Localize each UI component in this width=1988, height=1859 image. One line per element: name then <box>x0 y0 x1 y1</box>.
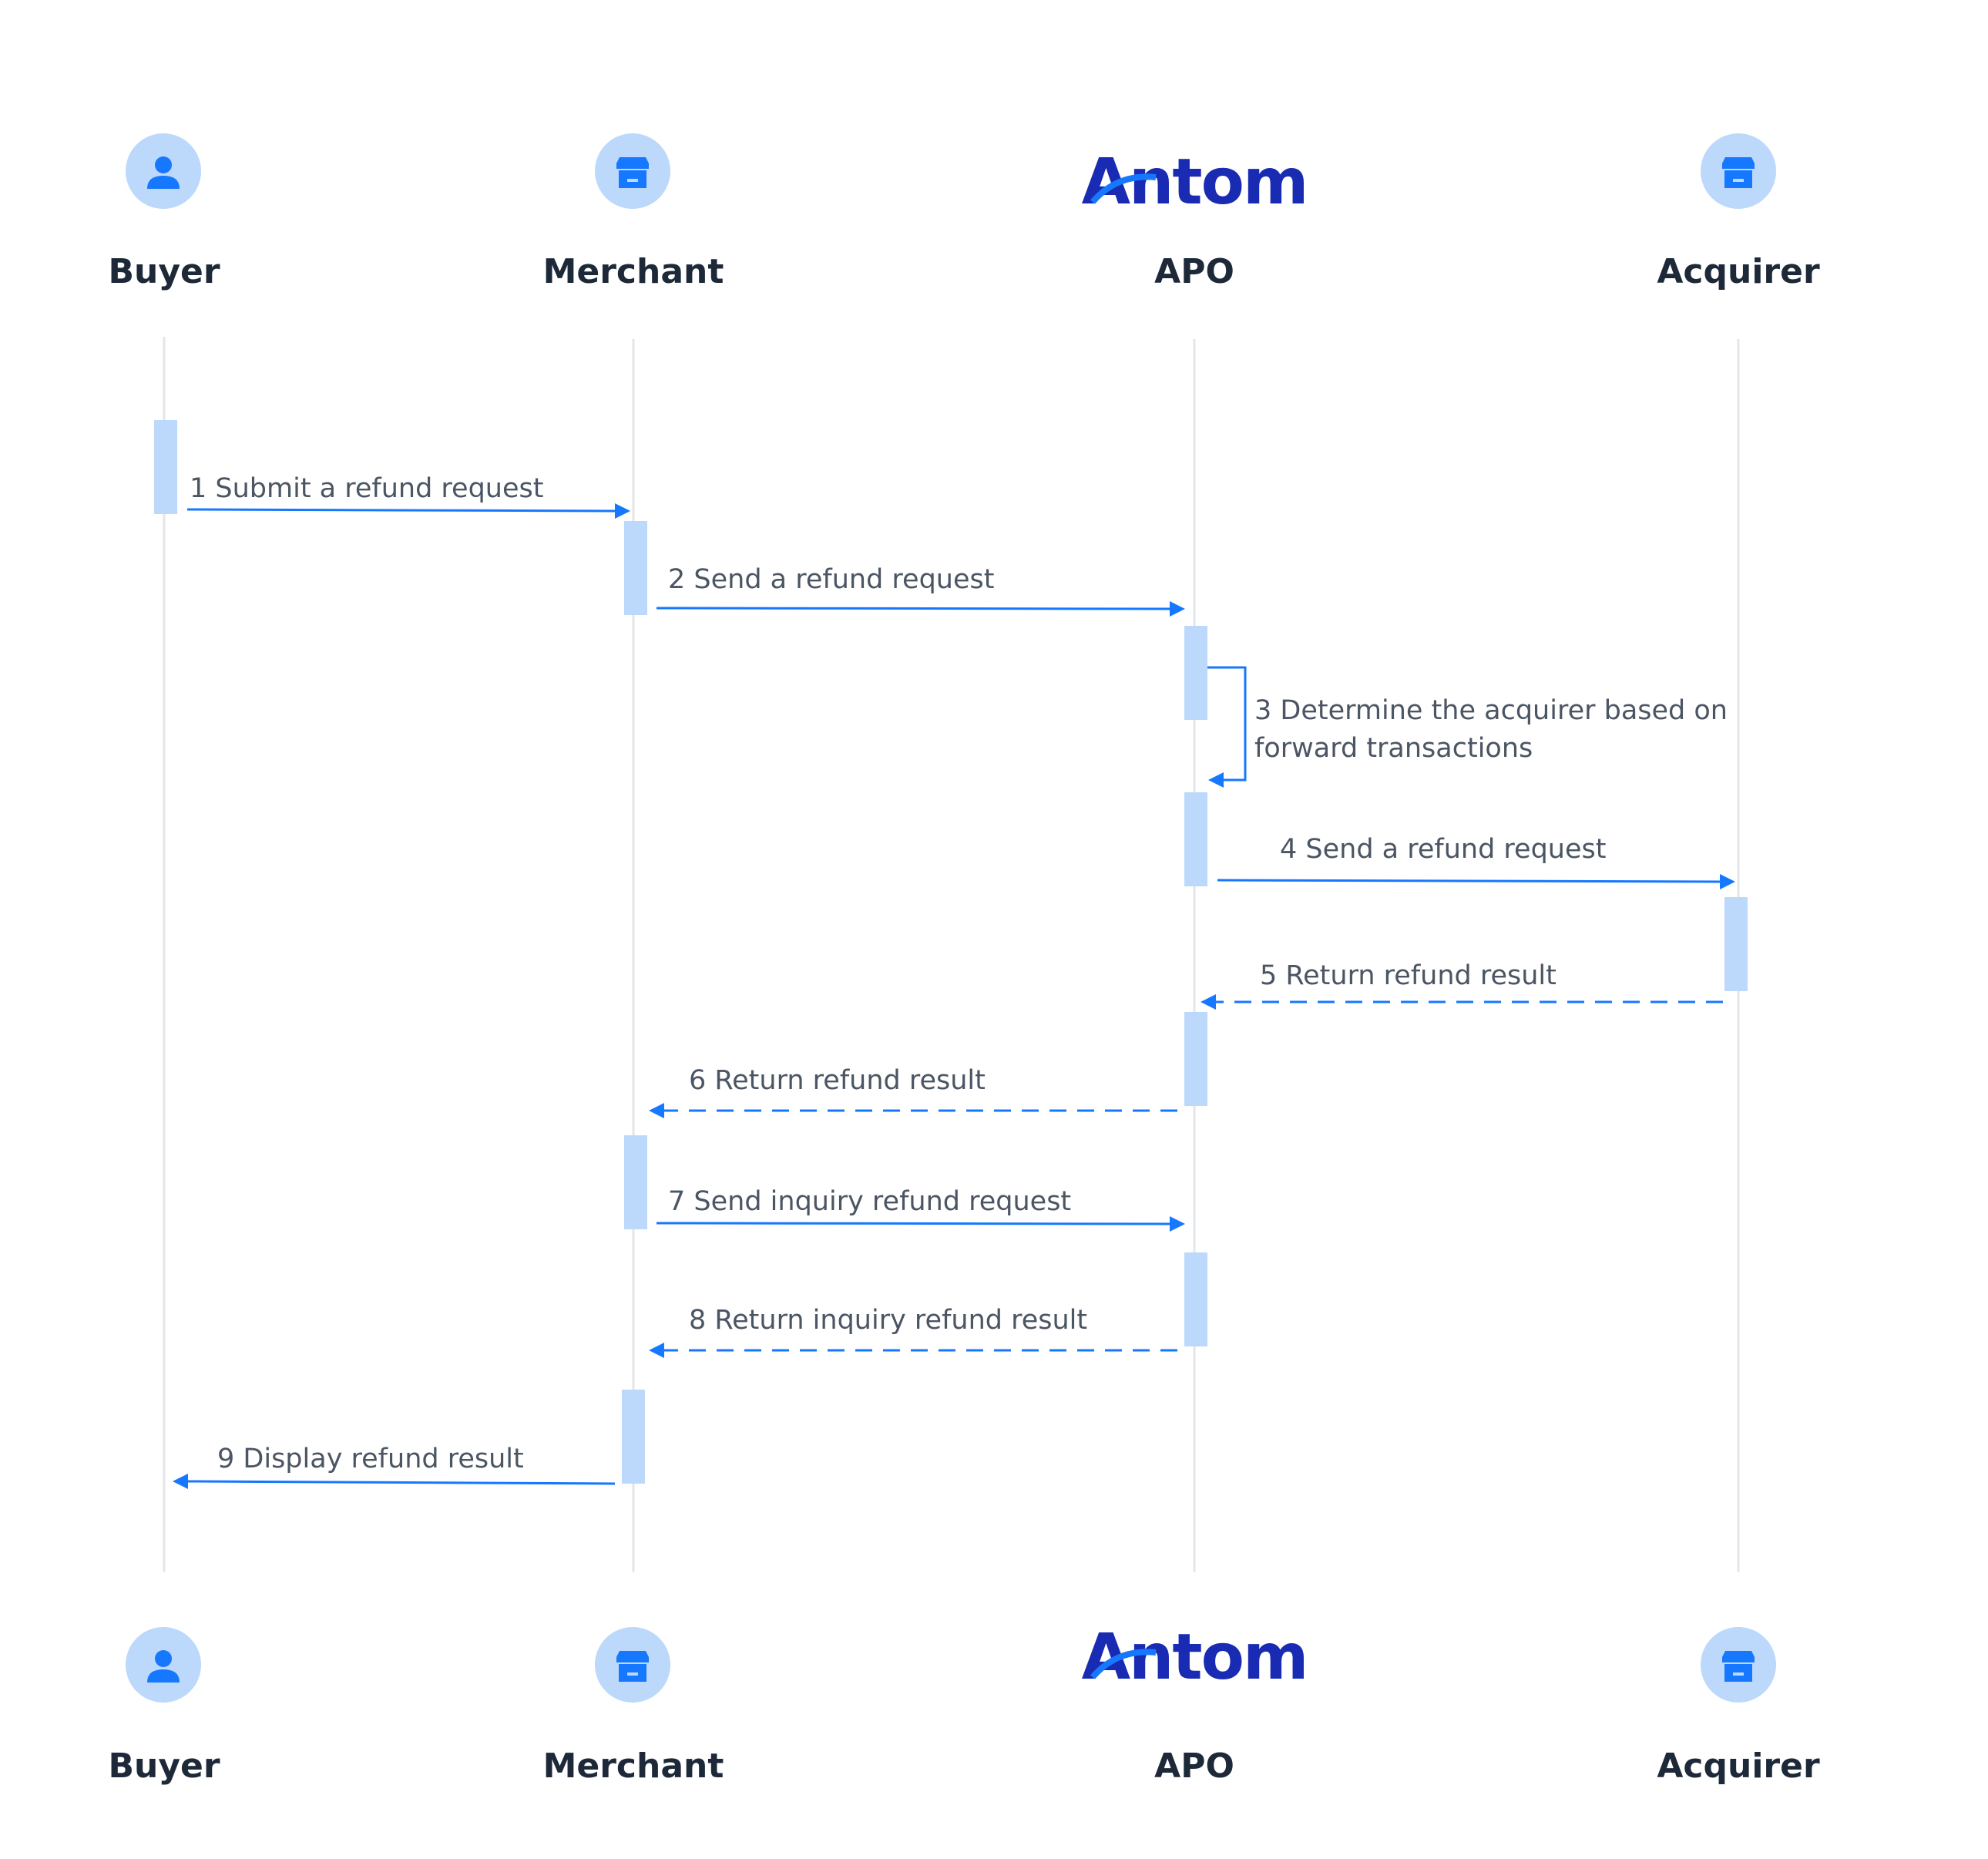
message-8-label: 8 Return inquiry refund result <box>689 1305 1087 1336</box>
message-7-arrowhead <box>1170 1216 1185 1232</box>
activation-merchant-3 <box>622 1390 645 1484</box>
message-2-line <box>656 607 1172 610</box>
participant-name-acquirer: Acquirer <box>1657 252 1820 291</box>
participant-name-merchant: Merchant <box>543 1746 724 1786</box>
activation-merchant-2 <box>624 1135 647 1229</box>
activation-apo-3 <box>1184 1012 1207 1106</box>
antom-logo-swoosh <box>1090 1649 1157 1679</box>
message-9-line <box>187 1480 616 1485</box>
participant-name-apo: APO <box>1154 1746 1234 1786</box>
participant-buyer-top: Buyer <box>108 133 220 291</box>
participant-apo-bottom: Antom APO <box>1082 1621 1309 1786</box>
message-4-label: 4 Send a refund request <box>1280 834 1606 865</box>
message-2-label: 2 Send a refund request <box>668 564 994 595</box>
message-2-arrowhead <box>1170 601 1185 617</box>
message-6-arrowhead <box>649 1103 664 1118</box>
message-4-line <box>1217 879 1722 883</box>
message-1-arrowhead <box>615 503 630 519</box>
activation-apo-1 <box>1184 626 1207 720</box>
message-9-label: 9 Display refund result <box>217 1444 524 1474</box>
activation-buyer-1 <box>154 420 177 514</box>
participant-name-apo: APO <box>1154 252 1234 291</box>
participant-name-acquirer: Acquirer <box>1657 1746 1820 1786</box>
activation-apo-4 <box>1184 1252 1207 1346</box>
activation-acquirer-1 <box>1724 897 1748 991</box>
participant-merchant-top: Merchant <box>543 133 724 291</box>
participant-acquirer-top: Acquirer <box>1657 133 1820 291</box>
antom-logo-swoosh <box>1090 173 1157 204</box>
participant-name-merchant: Merchant <box>543 252 724 291</box>
participant-apo-top: Antom APO <box>1082 146 1309 291</box>
participant-name-buyer: Buyer <box>108 252 220 291</box>
participant-merchant-bottom: Merchant <box>543 1627 724 1786</box>
message-8-arrowhead <box>649 1343 664 1358</box>
message-3-arrowhead <box>1208 772 1224 788</box>
message-3-label-line-1: 3 Determine the acquirer based on <box>1254 695 1728 726</box>
message-9-arrowhead <box>173 1474 188 1489</box>
message-4-arrowhead <box>1720 874 1735 889</box>
activation-merchant-1 <box>624 521 647 615</box>
participant-buyer-bottom: Buyer <box>108 1627 220 1786</box>
activation-apo-2 <box>1184 792 1207 886</box>
message-1-line <box>186 508 617 513</box>
message-7-label: 7 Send inquiry refund request <box>668 1186 1071 1217</box>
message-5-label: 5 Return refund result <box>1260 960 1556 991</box>
message-3-label-line-2: forward transactions <box>1254 733 1533 764</box>
participant-acquirer-bottom: Acquirer <box>1657 1627 1820 1786</box>
message-7-line <box>656 1222 1172 1225</box>
message-6-label: 6 Return refund result <box>689 1065 986 1096</box>
message-5-arrowhead <box>1201 994 1216 1010</box>
participant-name-buyer: Buyer <box>108 1746 220 1786</box>
message-1-label: 1 Submit a refund request <box>190 473 543 504</box>
message-3-line <box>1207 666 1247 782</box>
